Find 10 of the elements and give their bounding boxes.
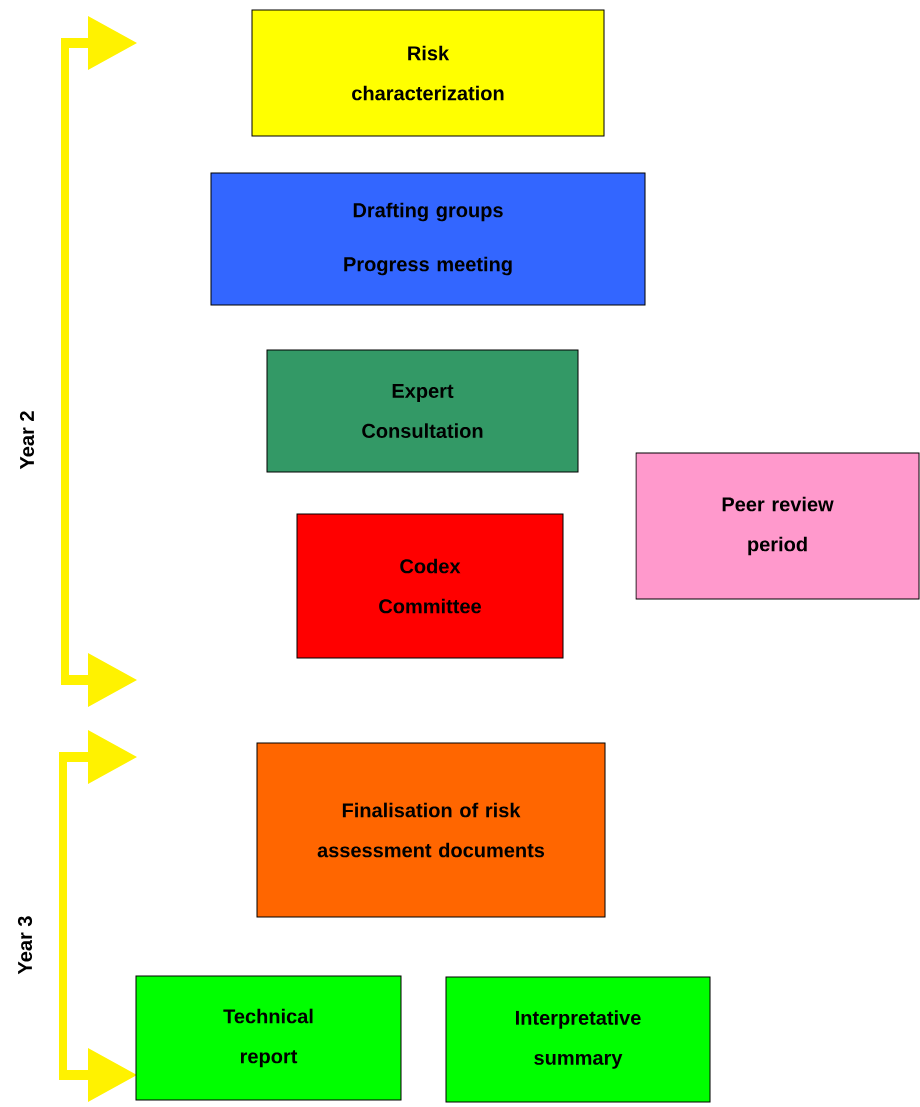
process-box: Peer review period: [635, 452, 920, 600]
process-box: Drafting groups Progress meeting: [210, 172, 646, 306]
process-box: Finalisation of risk assessment documents: [256, 742, 606, 918]
process-box: Technical report: [135, 975, 402, 1101]
process-box: Risk characterization: [251, 9, 605, 137]
process-box: Interpretative summary: [445, 976, 711, 1103]
year-label: Year 3: [17, 916, 33, 975]
year-label: Year 2: [19, 411, 35, 470]
process-box: Codex Committee: [296, 513, 564, 659]
process-box: Expert Consultation: [266, 349, 579, 473]
